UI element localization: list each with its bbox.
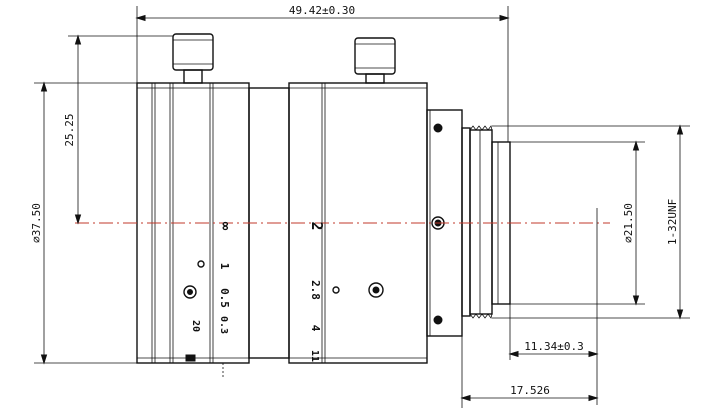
dimension-thread: 1-32UNF bbox=[492, 124, 690, 320]
flange-hole-bottom bbox=[433, 315, 443, 325]
focus-mark-extra: 20 bbox=[190, 320, 201, 332]
focus-mark-0-5: 0.5 bbox=[218, 288, 231, 308]
focus-mark-infinity: ∞ bbox=[217, 222, 233, 231]
focus-index-dot bbox=[197, 260, 205, 268]
mount-step bbox=[461, 127, 471, 317]
iris-scale: 2 2.8 4 11 bbox=[308, 221, 384, 362]
half-height-label: 25.25 bbox=[63, 113, 76, 146]
focus-mark-1: 1 bbox=[218, 263, 231, 270]
dimension-overall-length: 49.42±0.30 bbox=[135, 4, 510, 142]
dimension-outer-diameter: ⌀37.50 bbox=[30, 81, 137, 365]
dimension-back-focal: 17.526 bbox=[460, 336, 599, 408]
focus-mark-0-3: 0.3 bbox=[218, 316, 229, 334]
iris-index-ring bbox=[368, 282, 384, 298]
c-mount-thread bbox=[469, 129, 493, 315]
focus-end-mark bbox=[185, 354, 196, 362]
iris-mark-11: 11 bbox=[309, 350, 320, 362]
iris-lock-knob bbox=[354, 37, 396, 75]
flange-back-label: 11.34±0.3 bbox=[524, 340, 584, 353]
thread-label: 1-32UNF bbox=[666, 199, 679, 245]
focus-scale: ∞ 1 0.5 0.3 20 bbox=[183, 222, 233, 378]
back-focal-label: 17.526 bbox=[510, 384, 550, 397]
dimension-flange-back: 11.34±0.3 bbox=[508, 238, 599, 405]
flange-hole-top bbox=[433, 123, 443, 133]
iris-index-dot bbox=[332, 286, 340, 294]
dimension-half-height: 25.25 bbox=[63, 34, 173, 225]
outer-diameter-label: ⌀37.50 bbox=[30, 203, 43, 243]
focus-knob-stem bbox=[183, 69, 203, 84]
iris-mark-4: 4 bbox=[309, 325, 322, 332]
dimension-mount-diameter: ⌀21.50 bbox=[510, 140, 645, 306]
iris-mark-2-8: 2.8 bbox=[309, 280, 322, 300]
mount-diameter-label: ⌀21.50 bbox=[622, 203, 635, 243]
focus-index-ring bbox=[183, 285, 197, 299]
iris-mark-2: 2 bbox=[308, 221, 326, 230]
iris-knob-stem bbox=[365, 73, 385, 84]
lens-body bbox=[136, 33, 511, 364]
overall-length-label: 49.42±0.30 bbox=[289, 4, 355, 17]
focus-lock-knob bbox=[172, 33, 214, 71]
